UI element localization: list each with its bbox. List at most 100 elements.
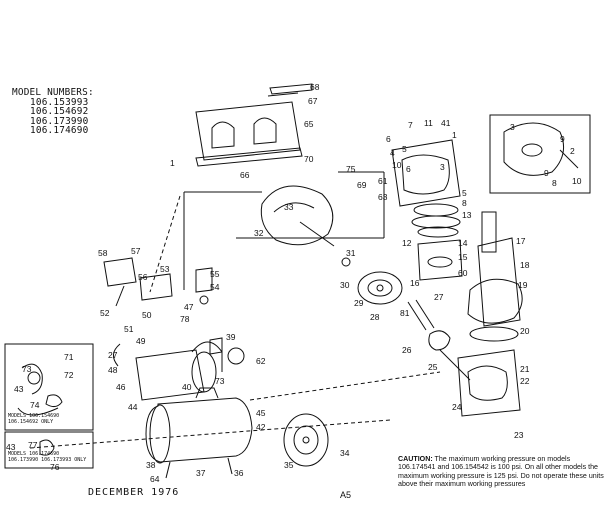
callout-label: 61 (378, 176, 388, 186)
callout-label: 20 (520, 326, 530, 336)
caution-text: The maximum working pressure on models 1… (398, 455, 604, 488)
callout-label: 75 (346, 164, 356, 174)
callout-label: 24 (452, 402, 462, 412)
callout-label: 54 (210, 282, 220, 292)
wheel-part (283, 413, 329, 467)
callout-label: 46 (116, 382, 126, 392)
crankcase-base-part (439, 349, 521, 417)
callout-label: 44 (128, 402, 138, 412)
callout-label: 1 (452, 130, 457, 140)
callout-label: 23 (514, 430, 524, 440)
assembly-leader-lines (29, 195, 441, 449)
callout-label: 35 (284, 460, 294, 470)
callout-label: 10 (572, 176, 582, 186)
callout-label: 65 (304, 119, 314, 129)
callout-label: 43 (6, 442, 16, 452)
callout-label: 73 (215, 376, 225, 386)
callout-label: 47 (184, 302, 194, 312)
callout-label: 55 (210, 269, 220, 279)
callout-label: 28 (370, 312, 380, 322)
connecting-rod-part (407, 299, 451, 351)
callout-label: 30 (340, 280, 350, 290)
callout-label: 37 (196, 468, 206, 478)
callout-label: 22 (520, 376, 530, 386)
callout-label: 5 (462, 188, 467, 198)
belt-guard-part (195, 83, 313, 167)
flywheel-part (341, 257, 403, 305)
callout-label: 13 (462, 210, 472, 220)
callout-label: 45 (256, 408, 266, 418)
cylinder-head-part (391, 139, 463, 281)
footer-date: DECEMBER 1976 (88, 487, 180, 498)
callout-label: 9 (560, 134, 565, 144)
callout-label: 19 (518, 280, 528, 290)
callout-label: 38 (146, 460, 156, 470)
callout-label: 8 (462, 198, 467, 208)
callout-label: 10 (392, 160, 402, 170)
model-numbers-heading: MODEL NUMBERS: (12, 87, 94, 98)
callout-label: 71 (64, 352, 74, 362)
callout-label: 41 (441, 118, 451, 128)
callout-label: 51 (124, 324, 134, 334)
pressure-switch-part (103, 257, 213, 307)
valve-detail-inset (489, 114, 591, 194)
callout-label: 6 (386, 134, 391, 144)
callout-label: 16 (410, 278, 420, 288)
model-numbers-block: MODEL NUMBERS: 106.153993 106.154692 106… (12, 88, 94, 136)
callout-label: 81 (400, 308, 410, 318)
callout-label: 12 (402, 238, 412, 248)
callout-label: 3 (510, 122, 515, 132)
callout-label: 5 (402, 144, 407, 154)
callout-label: 18 (520, 260, 530, 270)
callout-label: 76 (50, 462, 60, 472)
callout-label: 6 (406, 164, 411, 174)
callout-label: 62 (256, 356, 266, 366)
footer-page-number: A5 (340, 490, 352, 500)
callout-label: 40 (182, 382, 192, 392)
callout-label: 33 (284, 202, 294, 212)
model-number: 106.153993 (30, 96, 89, 108)
callout-label: 63 (378, 192, 388, 202)
callout-label: 56 (138, 272, 148, 282)
callout-label: 9 (544, 168, 549, 178)
callout-label: 70 (304, 154, 314, 164)
callout-label: 27 (108, 350, 118, 360)
callout-label: 77 (28, 440, 38, 450)
callout-label: 32 (254, 228, 264, 238)
callout-label: 14 (458, 238, 468, 248)
callout-label: 2 (570, 146, 575, 156)
callout-label: 69 (357, 180, 367, 190)
callout-label: 64 (150, 474, 160, 484)
callout-label: 34 (340, 448, 350, 458)
callout-label: 50 (142, 310, 152, 320)
callout-label: 73 (22, 364, 32, 374)
callout-label: 52 (100, 308, 110, 318)
callout-label: 31 (346, 248, 356, 258)
callout-label: 4 (390, 148, 395, 158)
inset-note-top: MODELS 106.154690 106.154692 ONLY (8, 413, 60, 425)
callout-label: 68 (310, 82, 320, 92)
inset-note-bottom: MODELS 106.174690 106.173990 106.173993 … (8, 451, 87, 463)
left-detail-insets (4, 343, 94, 469)
callout-label: 57 (131, 246, 141, 256)
callout-label: 78 (180, 314, 190, 324)
model-number: 106.154692 (30, 106, 89, 118)
callout-label: 74 (30, 400, 40, 410)
callout-label: 39 (226, 332, 236, 342)
callout-label: 29 (354, 298, 364, 308)
model-number: 106.173990 (30, 115, 89, 127)
callout-label: 53 (160, 264, 170, 274)
callout-label: 66 (240, 170, 250, 180)
callout-label: 17 (516, 236, 526, 246)
caution-note: CAUTION: The maximum working pressure on… (398, 455, 604, 488)
callout-label: 27 (434, 292, 444, 302)
callout-label: 3 (440, 162, 445, 172)
callout-label: 8 (552, 178, 557, 188)
callout-label: 7 (408, 120, 413, 130)
crankcase-part (467, 211, 523, 342)
callout-label: 60 (458, 268, 468, 278)
motor-part (113, 337, 245, 401)
caution-label: CAUTION: (398, 455, 433, 463)
